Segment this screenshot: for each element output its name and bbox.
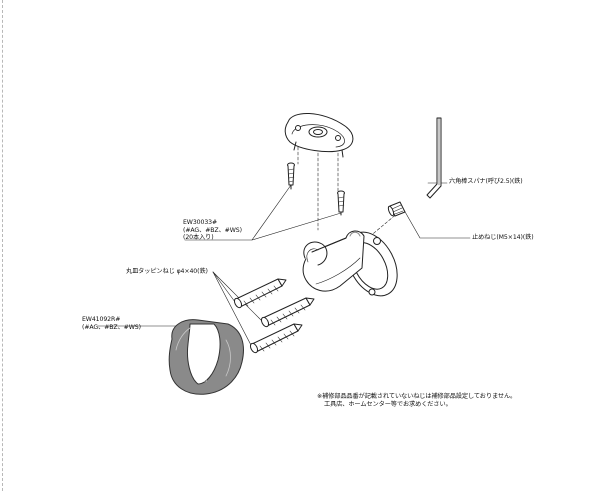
set-screw (387, 201, 406, 217)
label-set-screw: 止めねじ(M5×14)(鉄) (472, 234, 534, 241)
tapping-screw-3 (249, 323, 303, 354)
part-number-ew41092r: EW41092R# (82, 316, 121, 323)
small-screw-left (287, 162, 295, 190)
hook-bracket-body (302, 230, 398, 297)
note-line-1: ※補修部品品番が記載されていないねじは補修部品設定しておりません。 (317, 393, 517, 400)
mounting-base-plate (284, 112, 354, 158)
assembly-guide-lines (297, 141, 400, 244)
small-screw-right (337, 190, 345, 216)
leader-lines (97, 182, 471, 350)
label-tapping-screw: 丸皿タッピンねじ φ4×40(鉄) (126, 268, 208, 275)
label-part-ew41092r: EW41092R# (#AG、#BZ、#WS) (82, 316, 141, 331)
label-part-ew30033: EW30033# (#AG、#BZ、#WS) (20本入り) (183, 219, 242, 242)
tapping-screw-2 (260, 297, 315, 328)
page-left-border (2, 0, 3, 491)
decorative-cover (168, 319, 244, 395)
label-hex-wrench: 六角棒スパナ(呼び2.5)(鉄) (449, 178, 523, 185)
part-colors-ew30033: (#AG、#BZ、#WS) (183, 226, 242, 234)
cover-logo: TOTO (196, 379, 207, 383)
part-number-ew30033: EW30033# (183, 219, 218, 226)
hex-wrench (426, 117, 442, 199)
tapping-screw-1 (233, 278, 287, 309)
repair-parts-note: ※補修部品品番が記載されていないねじは補修部品設定しておりません。 工具店、ホー… (317, 393, 516, 408)
part-colors-ew41092r: (#AG、#BZ、#WS) (82, 323, 141, 331)
note-line-2: 工具店、ホームセンター等でお求めください。 (324, 400, 452, 408)
part-quantity-ew30033: (20本入り) (183, 234, 214, 241)
